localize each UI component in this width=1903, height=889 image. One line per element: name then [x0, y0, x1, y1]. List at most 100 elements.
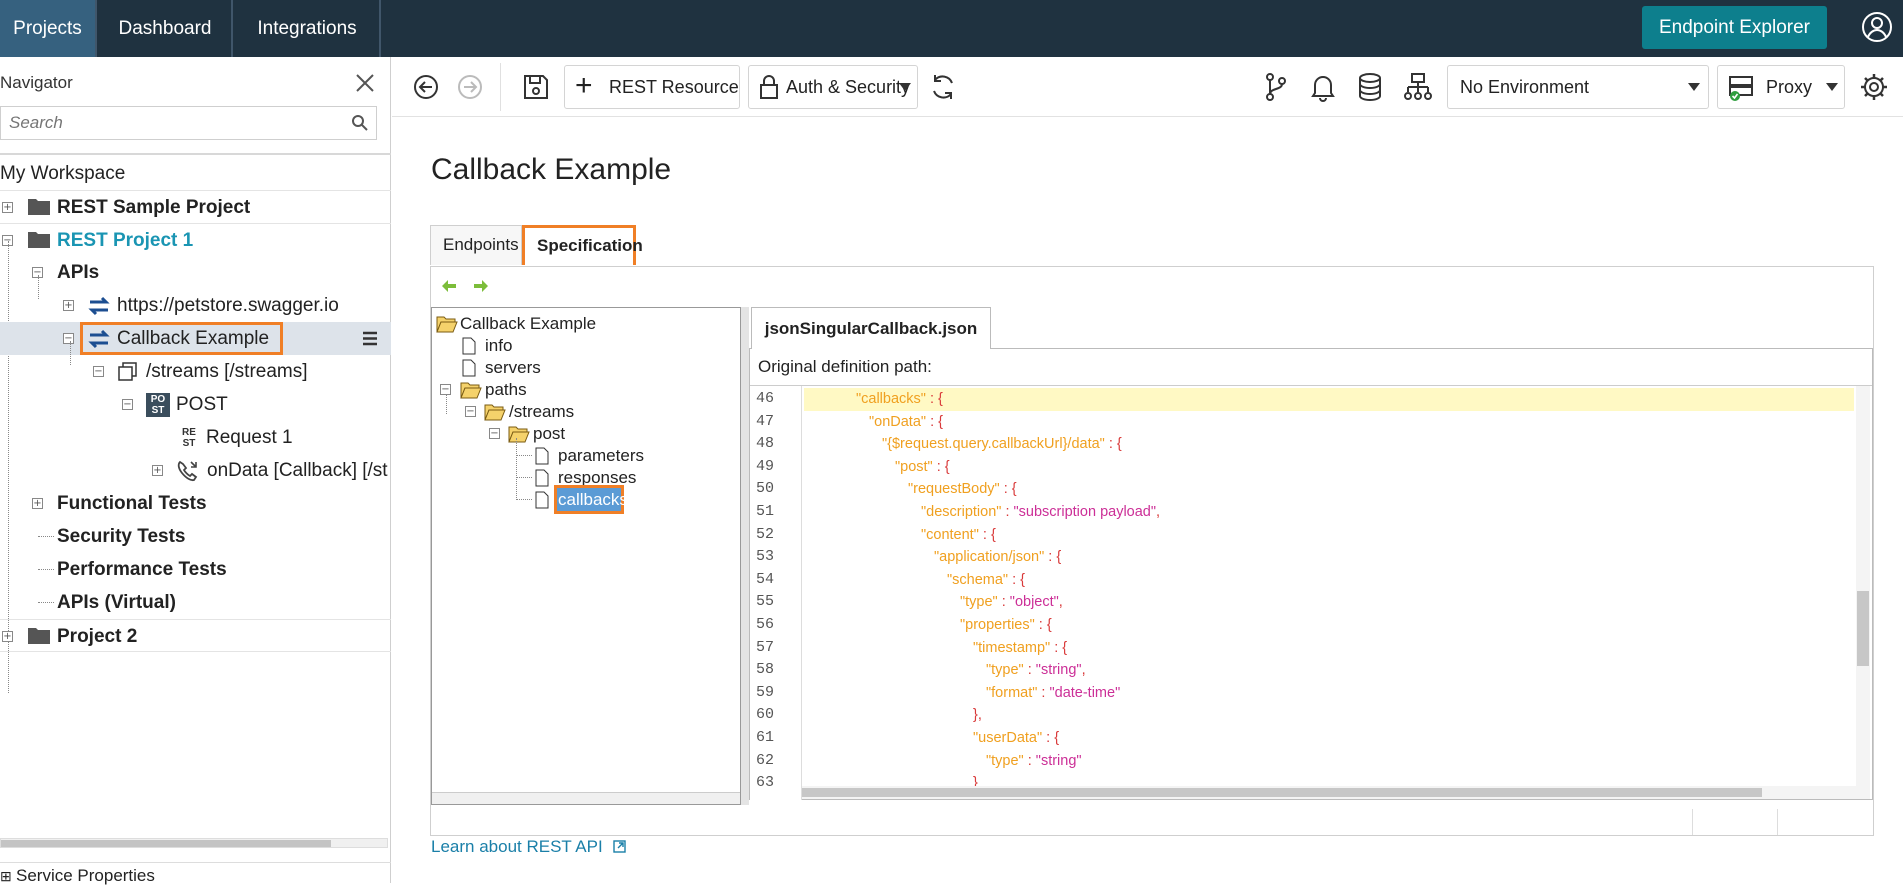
refresh-icon[interactable]	[927, 71, 959, 103]
divider	[1777, 809, 1778, 835]
line-number: 54	[756, 570, 775, 588]
file-icon	[535, 491, 549, 509]
proxy-dropdown[interactable]: Proxy	[1717, 65, 1845, 109]
divider	[1692, 809, 1693, 835]
collapse-icon[interactable]: −	[63, 333, 74, 344]
bell-icon[interactable]	[1307, 71, 1339, 103]
expand-icon[interactable]: +	[2, 202, 13, 213]
add-rest-resource-button[interactable]: + REST Resource	[564, 65, 740, 109]
scrollbar-thumb[interactable]	[802, 788, 1762, 797]
line-number: 62	[756, 751, 775, 769]
collapse-icon[interactable]: −	[122, 399, 133, 410]
scrollbar-thumb[interactable]	[1857, 591, 1869, 666]
horizontal-scrollbar[interactable]	[802, 786, 1870, 799]
database-icon[interactable]	[1354, 71, 1386, 103]
collapse-icon[interactable]: −	[465, 406, 476, 417]
specification-panel: Callback Example info servers − paths − …	[430, 266, 1874, 836]
back-icon[interactable]	[410, 71, 442, 103]
code-line: "timestamp" : {	[973, 639, 1068, 656]
collapse-icon[interactable]: −	[32, 267, 43, 278]
save-icon[interactable]	[520, 71, 552, 103]
tab-projects[interactable]: Projects	[0, 0, 97, 57]
original-path-label: Original definition path:	[758, 357, 932, 376]
arrow-left-icon[interactable]	[441, 279, 457, 293]
tree-guide	[516, 499, 532, 500]
page-title: Callback Example	[431, 153, 672, 186]
search-input[interactable]	[9, 107, 339, 139]
arrow-right-icon[interactable]	[473, 279, 489, 293]
code-line: "type" : "object",	[960, 594, 1063, 611]
line-number: 56	[756, 616, 775, 633]
expand-icon[interactable]: +	[32, 498, 43, 509]
selection-highlight	[554, 485, 624, 514]
folder-icon	[28, 199, 50, 215]
code-line: }	[973, 775, 978, 792]
code-line: "userData" : {	[973, 730, 1060, 746]
service-properties-panel[interactable]: ⊞ Service Properties	[0, 862, 391, 888]
line-number: 61	[756, 729, 775, 746]
expand-icon[interactable]: +	[63, 300, 74, 311]
callback-phone-icon	[177, 460, 198, 482]
tab-endpoints[interactable]: Endpoints	[430, 225, 522, 265]
tree-item-rest-project-1[interactable]: − REST Project 1	[0, 223, 391, 256]
navigator-title: Navigator	[0, 73, 73, 92]
scrollbar-thumb[interactable]	[1, 840, 331, 847]
proxy-server-icon	[1729, 76, 1753, 101]
environment-select[interactable]: No Environment	[1447, 65, 1709, 109]
forward-icon[interactable]	[454, 71, 486, 103]
vertical-scrollbar[interactable]	[1856, 386, 1870, 786]
expand-icon[interactable]: +	[152, 465, 163, 476]
collapse-icon[interactable]: −	[93, 366, 104, 377]
tree-guide	[38, 602, 54, 603]
code-line: "content" : {	[921, 526, 996, 543]
chevron-down-icon	[899, 83, 911, 91]
tab-integrations[interactable]: Integrations	[235, 0, 381, 57]
file-icon	[535, 447, 549, 465]
collapse-icon[interactable]: −	[2, 235, 13, 246]
tree-item-rest-sample-project[interactable]: + REST Sample Project	[0, 190, 391, 223]
network-icon[interactable]	[1402, 71, 1434, 103]
open-folder-icon	[484, 404, 506, 421]
line-number: 63	[756, 774, 775, 792]
search-icon[interactable]	[351, 114, 369, 132]
code-viewer: jsonSingularCallback.json Original defin…	[749, 307, 1873, 807]
learn-rest-api-link[interactable]: Learn about REST API	[431, 837, 627, 857]
code-line: "callbacks" : {	[804, 388, 1854, 411]
splitter[interactable]	[741, 307, 749, 805]
expand-icon[interactable]: ⊞	[0, 868, 12, 884]
tab-specification[interactable]: Specification	[522, 225, 643, 265]
line-number: 52	[756, 525, 775, 543]
line-number: 60	[756, 706, 775, 724]
navigator-scrollbar[interactable]	[0, 838, 388, 848]
close-icon[interactable]	[353, 71, 377, 95]
menu-icon[interactable]	[362, 331, 378, 346]
tree-item-callback-example[interactable]: − Callback Example	[0, 322, 391, 355]
top-navigation-bar: Projects Dashboard Integrations Endpoint…	[0, 0, 1903, 57]
plus-icon: +	[575, 69, 593, 102]
open-folder-icon	[436, 316, 458, 333]
collapse-icon[interactable]: −	[489, 428, 500, 439]
endpoint-explorer-button[interactable]: Endpoint Explorer	[1642, 6, 1827, 49]
tree-guide	[8, 241, 9, 693]
tree-item-project-2[interactable]: + Project 2	[0, 619, 391, 652]
file-icon	[535, 469, 549, 487]
file-tab[interactable]: jsonSingularCallback.json	[751, 307, 991, 349]
tree-guide	[516, 455, 532, 456]
tree-guide	[38, 536, 54, 537]
expand-icon[interactable]: +	[2, 631, 13, 642]
external-link-icon	[613, 840, 627, 853]
toolbar: + REST Resource Auth & Security No Envir…	[392, 57, 1903, 117]
tree-guide	[38, 569, 54, 570]
auth-security-dropdown[interactable]: Auth & Security	[748, 65, 918, 109]
tab-dashboard[interactable]: Dashboard	[99, 0, 233, 57]
gear-icon[interactable]	[1858, 71, 1890, 103]
branch-icon[interactable]	[1260, 71, 1292, 103]
tree-scrollbar[interactable]	[432, 792, 740, 804]
api-exchange-icon	[88, 329, 110, 349]
user-account-icon[interactable]	[1860, 10, 1894, 44]
collapse-icon[interactable]: −	[440, 384, 451, 395]
